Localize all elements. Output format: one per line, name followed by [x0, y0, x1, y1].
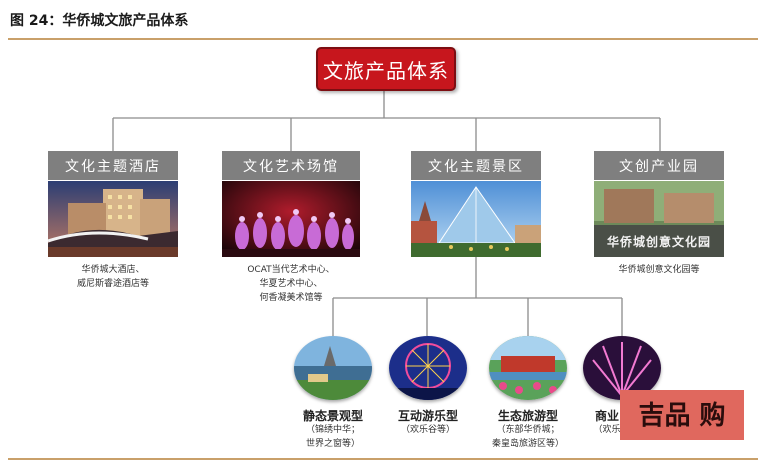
subtype-commercial-caption: （欢乐 — [593, 425, 621, 435]
svg-text:吉品 购: 吉品 购 — [638, 401, 725, 431]
bottom-rule — [8, 458, 758, 460]
hotel-photo — [48, 181, 178, 257]
watermark-logo: 吉品 购 — [620, 390, 744, 440]
static-landscape-photo — [294, 336, 372, 400]
category-art-venue-caption: OCAT当代艺术中心、 华夏艺术中心、 何香凝美术馆等 — [247, 265, 335, 303]
category-creative-park-label: 文创产业园 — [594, 151, 724, 180]
theme-park-photo — [411, 181, 541, 257]
art-venue-photo — [222, 181, 360, 257]
top-rule — [8, 38, 758, 40]
subtype-eco-tourism-caption: （东部华侨城； 秦皇岛旅游区等） — [491, 425, 564, 449]
interactive-amusement-photo — [389, 336, 467, 400]
category-hotel-label: 文化主题酒店 — [48, 151, 178, 180]
category-hotel-caption: 华侨城大酒店、 威尼斯睿途酒店等 — [76, 265, 149, 289]
subtype-static-landscape-label: 静态景观型 — [302, 409, 363, 423]
category-art-venue-label: 文化艺术场馆 — [222, 151, 360, 180]
category-creative-park-caption: 华侨城创意文化园等 — [618, 265, 700, 275]
commercial-photo — [583, 336, 661, 400]
subtype-commercial-label: 商业 — [594, 409, 619, 423]
subtype-interactive-label: 互动游乐型 — [397, 409, 458, 423]
subtype-static-landscape-caption: （锦绣中华； 世界之窗等） — [305, 425, 360, 449]
eco-tourism-photo — [489, 336, 567, 400]
figure-title: 图 24：华侨城文旅产品体系 — [10, 13, 189, 29]
category-theme-park-label: 文化主题景区 — [411, 151, 541, 180]
subtype-eco-tourism-label: 生态旅游型 — [497, 409, 558, 423]
root-node: 文旅产品体系 — [316, 47, 456, 91]
creative-park-sign: 华侨城创意文化园 — [606, 235, 711, 249]
subtype-interactive-caption: （欢乐谷等） — [400, 425, 455, 435]
creative-park-photo: 华侨城创意文化园 — [594, 181, 724, 257]
